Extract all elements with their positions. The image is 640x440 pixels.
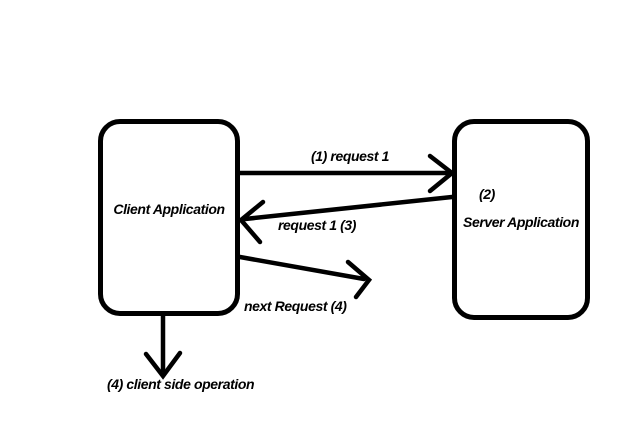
arrow-next-request [237,254,373,300]
arrow-label-request-1: (1) request 1 [311,148,390,164]
server-application-node: (2) Server Application [452,119,590,320]
arrow-response-1 [237,194,455,245]
client-application-label: Client Application [113,200,225,217]
arrow-client-side-operation [143,311,183,380]
arrow-label-response-1: request 1 (3) [278,217,357,233]
arrow-label-next-request: next Request (4) [244,298,347,314]
server-label-block: (2) Server Application [457,124,585,236]
server-application-label: Server Application [463,214,579,230]
server-step-label: (2) [479,186,495,202]
client-application-node: Client Application [98,119,240,316]
arrow-label-client-side-operation: (4) client side operation [107,376,255,392]
